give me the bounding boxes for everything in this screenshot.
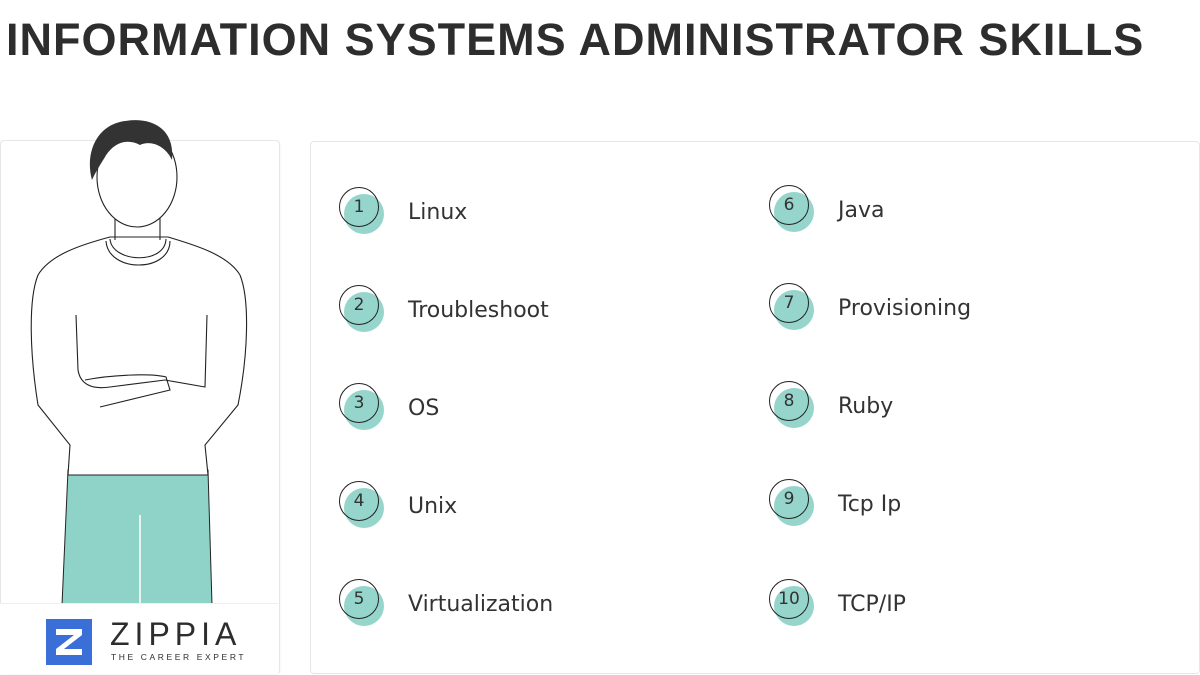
person-illustration-icon [30, 120, 248, 605]
skill-label: Unix [408, 493, 458, 519]
skill-item: 10 TCP/IP [768, 579, 906, 629]
skill-item: 3 OS [338, 383, 439, 433]
number-badge: 8 [768, 381, 818, 431]
skills-card [310, 141, 1200, 674]
number-badge: 4 [338, 481, 388, 531]
skill-item: 8 Ruby [768, 381, 893, 431]
skill-item: 5 Virtualization [338, 579, 553, 629]
skill-label: Virtualization [408, 591, 554, 617]
zippia-logo: ZIPPIA THE CAREER EXPERT [0, 603, 278, 674]
page-title: INFORMATION SYSTEMS ADMINISTRATOR SKILLS [6, 14, 1145, 65]
skill-item: 6 Java [768, 185, 884, 235]
skill-label: OS [408, 395, 440, 421]
skill-label: Tcp Ip [838, 491, 902, 517]
skill-label: Provisioning [838, 295, 972, 321]
skill-item: 2 Troubleshoot [338, 285, 549, 335]
number-badge: 7 [768, 283, 818, 333]
skill-item: 4 Unix [338, 481, 457, 531]
number-badge: 6 [768, 185, 818, 235]
number-badge: 2 [338, 285, 388, 335]
brand-tagline: THE CAREER EXPERT [111, 652, 247, 662]
zippia-z-logo-icon [46, 619, 92, 665]
skill-item: 9 Tcp Ip [768, 479, 901, 529]
skill-label: Ruby [838, 393, 894, 419]
skill-item: 7 Provisioning [768, 283, 971, 333]
skill-item: 1 Linux [338, 187, 467, 237]
number-badge: 3 [338, 383, 388, 433]
skill-label: TCP/IP [838, 591, 906, 617]
skill-label: Java [838, 197, 885, 223]
skill-label: Linux [408, 199, 468, 225]
brand-name: ZIPPIA [110, 616, 242, 652]
number-badge: 10 [768, 579, 818, 629]
number-badge: 5 [338, 579, 388, 629]
number-badge: 1 [338, 187, 388, 237]
number-badge: 9 [768, 479, 818, 529]
skill-label: Troubleshoot [408, 297, 549, 323]
